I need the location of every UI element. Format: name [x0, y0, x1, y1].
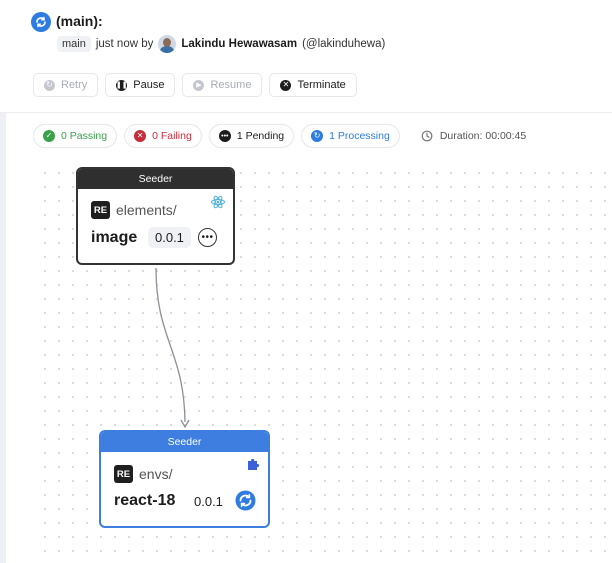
- left-gutter: [0, 0, 6, 563]
- processing-status-icon: [31, 12, 51, 32]
- check-icon: ✓: [43, 130, 55, 142]
- node-header: Seeder: [101, 432, 268, 452]
- filter-passing[interactable]: ✓ 0 Passing: [33, 124, 118, 148]
- time-text: just now by: [95, 38, 154, 50]
- x-circle-icon: ✕: [134, 130, 147, 142]
- node-scope: RE elements/: [91, 201, 177, 219]
- play-icon: ▶: [193, 79, 205, 91]
- filter-pending[interactable]: ••• 1 Pending: [208, 124, 295, 148]
- author-handle: (@lakinduhewa): [302, 38, 386, 50]
- page-title: (main):: [56, 13, 103, 29]
- processing-icon: ↻: [311, 130, 324, 142]
- env-badge: RE: [114, 465, 133, 483]
- action-toolbar: ↻ Retry ❚❚ Pause ▶ Resume ✕ Terminate: [33, 73, 357, 97]
- component-node-image[interactable]: Seeder: [76, 167, 235, 265]
- component-name: react-18: [114, 492, 176, 509]
- react-icon: [211, 195, 225, 209]
- terminate-button[interactable]: ✕ Terminate: [269, 73, 357, 97]
- more-icon: •••: [198, 228, 217, 247]
- duration: Duration: 00:00:45: [421, 130, 526, 142]
- resume-button[interactable]: ▶ Resume: [182, 73, 263, 97]
- puzzle-icon: [248, 458, 260, 470]
- more-icon: •••: [218, 130, 231, 142]
- clock-icon: [421, 130, 433, 142]
- retry-icon: ↻: [44, 79, 55, 91]
- component-version: 0.0.1: [194, 494, 223, 509]
- processing-icon: [235, 490, 256, 511]
- component-name: image: [91, 229, 138, 246]
- commit-meta: main just now by Lakindu Hewawasam (@lak…: [57, 34, 385, 54]
- node-header: Seeder: [78, 169, 233, 189]
- env-badge: RE: [91, 201, 110, 219]
- filter-processing[interactable]: ↻ 1 Processing: [301, 124, 400, 148]
- component-version: 0.0.1: [148, 227, 191, 248]
- pause-icon: ❚❚: [115, 79, 128, 91]
- header: (main): main just now by Lakindu Hewawas…: [0, 0, 612, 112]
- status-filters: ✓ 0 Passing ✕ 0 Failing ••• 1 Pending ↻ …: [33, 124, 526, 148]
- avatar: [158, 35, 177, 53]
- divider: [0, 112, 612, 113]
- pause-button[interactable]: ❚❚ Pause: [105, 73, 176, 97]
- filter-failing[interactable]: ✕ 0 Failing: [124, 124, 202, 148]
- branch-badge[interactable]: main: [57, 36, 91, 52]
- author-name[interactable]: Lakindu Hewawasam: [181, 38, 298, 50]
- close-icon: ✕: [280, 79, 292, 91]
- node-scope: RE envs/: [114, 465, 172, 483]
- retry-button[interactable]: ↻ Retry: [33, 73, 99, 97]
